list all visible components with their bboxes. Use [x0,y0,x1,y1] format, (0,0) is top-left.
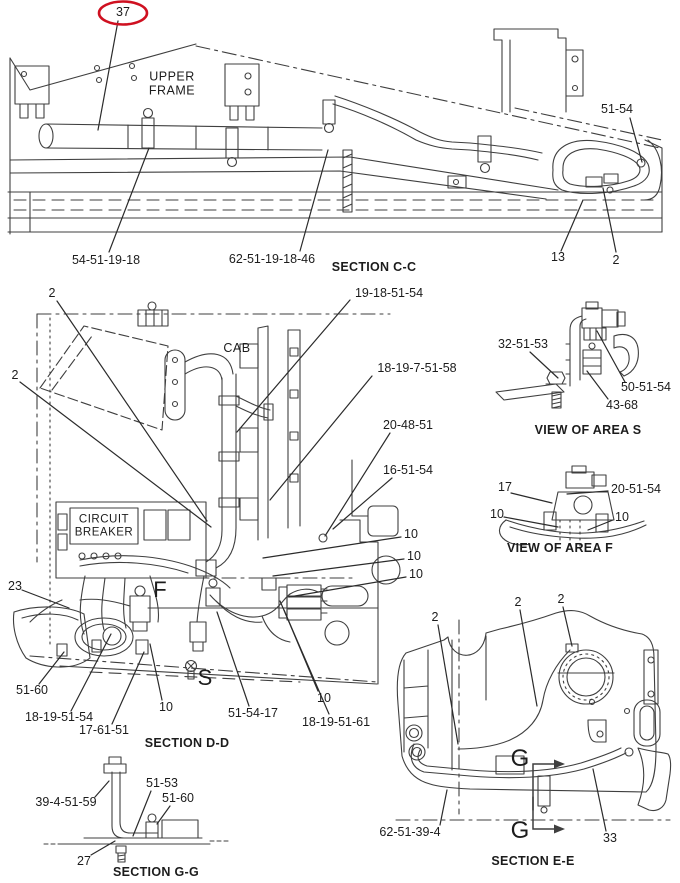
callout-62-51-39-4-36: 62-51-39-4 [379,825,441,840]
callout-32-51-53-24: 32-51-53 [497,337,549,352]
callout-51-60-17: 51-60 [16,683,48,698]
callout-10-22: 10 [317,691,331,706]
callout-62-51-19-18-46-2: 62-51-19-18-46 [228,252,316,267]
section-cc-drawing [7,0,663,253]
callout-10-29: 10 [490,507,504,522]
cab-label: CAB [223,341,251,356]
circuit-breaker-line1: CIRCUIT [78,513,130,526]
caption-view-of-area-s: VIEW OF AREA S [534,423,642,438]
caption-section-e-e: SECTION E-E [491,854,575,869]
callout-10-11: 10 [404,527,418,542]
callout-2-32: 2 [514,595,522,610]
circuit-breaker-label: CIRCUIT BREAKER [75,513,133,538]
callout-2-7: 2 [11,368,19,383]
callout-10-12: 10 [407,549,421,564]
callout-g-34: G [510,744,530,772]
callout-10-20: 10 [159,700,173,715]
circuit-breaker-line2: BREAKER [74,526,134,538]
callout-16-51-54-10: 16-51-54 [382,463,434,478]
area-f-drawing [498,465,647,547]
callout-18-19-51-54-18: 18-19-51-54 [24,710,94,725]
callout-2-31: 2 [431,610,439,625]
upper-frame-line1: UPPER [149,69,195,84]
caption-section-d-d: SECTION D-D [144,736,230,751]
callout-g-35: G [510,816,530,844]
caption-view-of-area-f: VIEW OF AREA F [506,541,614,556]
callout-51-53-39: 51-53 [146,776,178,791]
callout-39-4-51-59-38: 39-4-51-59 [35,795,97,810]
caption-section-c-c: SECTION C-C [331,260,417,275]
callout-50-51-54-25: 50-51-54 [620,380,672,395]
callout-27-41: 27 [77,854,91,869]
callout-2-4: 2 [612,253,620,268]
callout-54-51-19-18-1: 54-51-19-18 [71,253,141,268]
callout-51-54-0: 51-54 [601,102,633,117]
callout-18-19-51-61-23: 18-19-51-61 [301,715,371,730]
callout-20-48-51-9: 20-48-51 [382,418,434,433]
callout-2-33: 2 [557,592,565,607]
callout-19-18-51-54-6: 19-18-51-54 [354,286,424,301]
callout-s-16: S [197,664,213,690]
callout-20-51-54-28: 20-51-54 [610,482,662,497]
callout-43-68-26: 43-68 [606,398,638,413]
callout-33-37: 33 [603,831,617,846]
callout-10-13: 10 [409,567,423,582]
section-dd-drawing [12,299,407,725]
section-gg-drawing [43,756,231,863]
section-ee-drawing [395,606,672,834]
callout-17-27: 17 [498,480,512,495]
callout-10-30: 10 [615,510,629,525]
callout-51-54-17-21: 51-54-17 [227,706,279,721]
callout-18-19-7-51-58-8: 18-19-7-51-58 [377,361,457,376]
highlight-ellipse [97,0,149,26]
callout-f-15: F [153,576,167,602]
callout-13-3: 13 [551,250,565,265]
caption-section-g-g: SECTION G-G [113,865,199,880]
upper-frame-label: UPPER FRAME [148,69,196,98]
callout-17-61-51-19: 17-61-51 [78,723,130,738]
area-s-drawing [495,301,639,409]
upper-frame-line2: FRAME [148,83,196,97]
callout-51-60-40: 51-60 [162,791,194,806]
highlighted-callout-37: 37 [116,5,130,20]
callout-2-5: 2 [48,286,56,301]
callout-23-14: 23 [8,579,22,594]
